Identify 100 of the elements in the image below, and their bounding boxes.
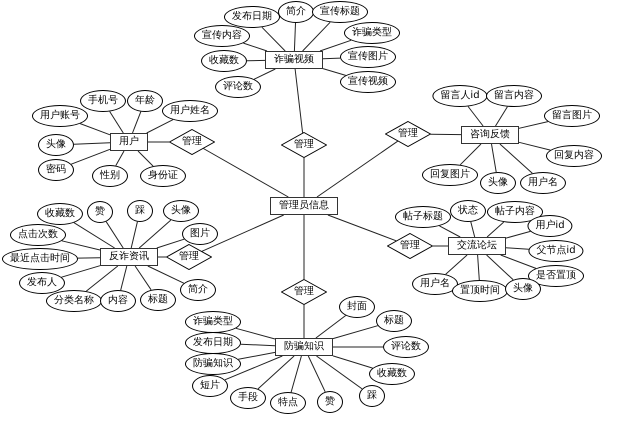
connector-line (308, 356, 326, 392)
attribute-ellipse: 收藏数 (369, 363, 415, 385)
connector-line (316, 140, 398, 198)
connector-line (470, 221, 476, 238)
relationship-diamond: 管理 (169, 129, 215, 155)
attribute-ellipse: 内容 (100, 290, 136, 312)
relationship-diamond: 管理 (281, 279, 327, 305)
connector-line (316, 356, 363, 390)
connector-line (86, 266, 118, 292)
connector-line (294, 22, 296, 52)
connector-line (254, 68, 276, 80)
connector-line (74, 222, 116, 248)
attribute-ellipse: 发布日期 (224, 6, 280, 28)
connector-line (445, 254, 468, 275)
attribute-ellipse: 头像 (505, 278, 541, 300)
connector-line (224, 356, 283, 380)
attribute-ellipse: 用户姓名 (162, 100, 218, 122)
entity-box: 防骗知识 (275, 338, 333, 356)
attribute-ellipse: 评论数 (383, 336, 429, 358)
attribute-ellipse: 留言内容 (486, 85, 542, 107)
connector-line (430, 134, 462, 136)
connector-line (106, 221, 124, 248)
attribute-ellipse: 年龄 (127, 90, 163, 112)
connector-line (138, 150, 154, 167)
connector-line (130, 221, 138, 248)
attribute-ellipse: 收藏数 (201, 50, 247, 72)
connector-line (506, 247, 530, 250)
attribute-ellipse: 用户id (527, 215, 573, 237)
relationship-diamond: 管理 (281, 132, 327, 158)
connector-line (134, 266, 152, 290)
connector-line (246, 60, 266, 62)
attribute-ellipse: 特点 (270, 392, 306, 414)
connector-line (500, 254, 536, 269)
attribute-ellipse: 宣传标题 (312, 1, 368, 23)
connector-line (332, 346, 384, 348)
attribute-ellipse: 发布人 (19, 272, 65, 294)
attribute-ellipse: 点击次数 (10, 224, 66, 246)
attribute-ellipse: 留言图片 (544, 105, 600, 127)
attribute-ellipse: 封面 (339, 296, 375, 318)
attribute-ellipse: 手机号 (80, 90, 126, 112)
connector-line (80, 123, 110, 136)
connector-line (70, 148, 110, 165)
attribute-ellipse: 身份证 (140, 165, 186, 187)
connector-line (147, 266, 184, 284)
connector-line (235, 328, 276, 340)
attribute-ellipse: 帖子标题 (395, 206, 451, 228)
attribute-ellipse: 诈骗类型 (344, 22, 400, 44)
connector-line (486, 222, 504, 238)
connector-line (240, 344, 276, 346)
connector-line (486, 254, 514, 280)
attribute-ellipse: 手段 (230, 387, 266, 409)
attribute-ellipse: 赞 (87, 201, 113, 223)
attribute-ellipse: 状态 (450, 200, 486, 222)
attribute-ellipse: 赞 (317, 391, 343, 413)
connector-line (332, 355, 374, 369)
connector-line (499, 144, 533, 174)
connector-line (146, 119, 174, 134)
attribute-ellipse: 密码 (38, 159, 74, 181)
connector-line (262, 26, 286, 52)
attribute-ellipse: 用户账号 (32, 105, 88, 127)
attribute-ellipse: 踩 (359, 385, 385, 407)
connector-line (201, 214, 284, 252)
connector-line (322, 68, 346, 76)
connector-line (120, 266, 128, 291)
attribute-ellipse: 诈骗类型 (185, 311, 241, 333)
attribute-ellipse: 评论数 (215, 76, 261, 98)
connector-line (115, 150, 124, 166)
connector-line (156, 238, 185, 248)
attribute-ellipse: 简介 (278, 1, 314, 23)
entity-box: 诈骗视频 (265, 51, 323, 69)
connector-line (132, 111, 142, 134)
relationship-diamond: 管理 (387, 233, 433, 259)
connector-line (258, 356, 295, 390)
attribute-ellipse: 性别 (92, 165, 128, 187)
attribute-ellipse: 分类名称 (46, 290, 102, 312)
connector-line (77, 257, 100, 259)
attribute-ellipse: 图片 (182, 223, 218, 245)
connector-line (491, 144, 497, 173)
entity-box: 交流论坛 (448, 237, 506, 255)
attribute-ellipse: 标题 (376, 310, 412, 332)
connector-line (439, 225, 461, 238)
connector-line (332, 325, 378, 340)
connector-line (290, 356, 302, 393)
connector-line (74, 142, 110, 145)
attribute-ellipse: 短片 (192, 375, 228, 397)
entity-box: 反诈资讯 (100, 248, 158, 266)
attribute-ellipse: 踩 (127, 200, 153, 222)
connector-line (506, 230, 531, 239)
connector-line (302, 22, 331, 52)
attribute-ellipse: 置顶时间 (452, 280, 508, 302)
connector-line (61, 240, 100, 250)
connector-line (320, 40, 352, 52)
entity-box: 用户 (110, 133, 148, 151)
connector-line (315, 315, 346, 338)
connector-line (518, 121, 548, 129)
attribute-ellipse: 用户名 (520, 172, 566, 194)
entity-box: 咨询反馈 (461, 126, 519, 144)
attribute-ellipse: 头像 (480, 172, 516, 194)
attribute-ellipse: 用户名 (412, 273, 458, 295)
attribute-ellipse: 防骗知识 (185, 353, 241, 375)
